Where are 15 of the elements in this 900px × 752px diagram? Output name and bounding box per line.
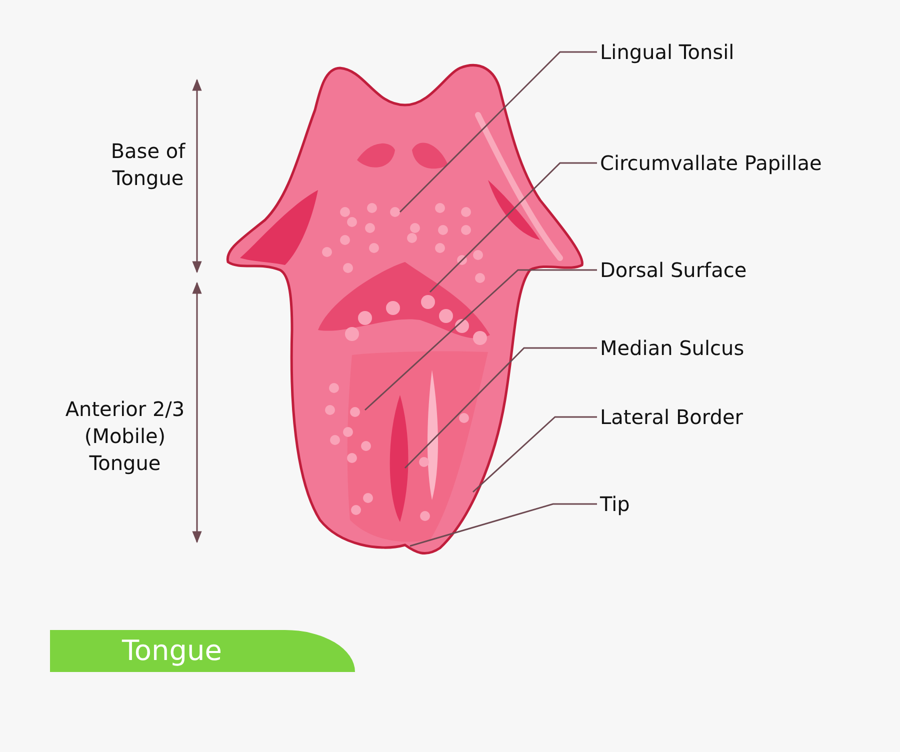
leader-line bbox=[429, 162, 597, 293]
part-label: Lateral Border bbox=[600, 404, 743, 430]
leader-line bbox=[404, 347, 597, 469]
leader-line bbox=[472, 416, 597, 493]
title-banner: Tongue bbox=[50, 630, 355, 672]
part-label: Median Sulcus bbox=[600, 335, 744, 361]
leader-line bbox=[410, 503, 597, 547]
leader-line bbox=[399, 51, 597, 213]
leader-line bbox=[364, 269, 597, 411]
part-label: Lingual Tonsil bbox=[600, 39, 734, 65]
part-label: Circumvallate Papillae bbox=[600, 150, 822, 176]
part-label: Dorsal Surface bbox=[600, 257, 747, 283]
part-label: Tip bbox=[600, 491, 630, 517]
region-label: Base of Tongue bbox=[110, 138, 186, 192]
region-label: Anterior 2/3 (Mobile) Tongue bbox=[64, 396, 186, 477]
